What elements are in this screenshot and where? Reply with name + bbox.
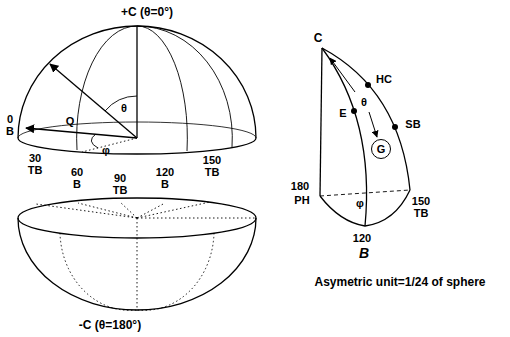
sphere-label: -C (θ=180°) — [79, 319, 141, 331]
unit-label: θ — [361, 97, 367, 108]
unit-label: 150 — [412, 196, 430, 207]
unit-label: E — [339, 108, 346, 119]
unit-label: 120 — [353, 233, 371, 244]
note: Asymetric unit=1/24 of sphere — [314, 276, 485, 288]
sphere-label: φ — [102, 145, 110, 156]
circled-point: G — [371, 139, 391, 159]
sphere-label: 60 — [71, 167, 83, 178]
unit-label: B — [359, 246, 369, 260]
sphere-label: 0 — [7, 114, 13, 125]
unit-label: TB — [414, 208, 429, 219]
sphere-label: 150 — [203, 155, 221, 166]
point-label: G — [377, 143, 386, 155]
unit-label: φ — [356, 198, 364, 209]
sphere-label: B — [6, 126, 14, 137]
sphere-label: B — [73, 179, 81, 190]
sphere-label: θ — [121, 103, 127, 114]
sphere-label: 30 — [29, 153, 41, 164]
unit-label: PH — [294, 195, 309, 206]
sphere-label: TB — [113, 185, 128, 196]
sphere-label: TB — [28, 165, 43, 176]
sphere-label: B — [161, 179, 169, 190]
sphere-label: TB — [205, 167, 220, 178]
sphere-label: 120 — [156, 167, 174, 178]
sphere-label: Q — [66, 116, 75, 127]
sphere-label: 90 — [114, 173, 126, 184]
unit-label: SB — [405, 119, 420, 130]
unit-label: C — [314, 32, 323, 44]
sphere-label: +C (θ=0°) — [121, 6, 173, 18]
unit-label: 180 — [291, 181, 309, 192]
unit-label: HC — [376, 74, 392, 85]
